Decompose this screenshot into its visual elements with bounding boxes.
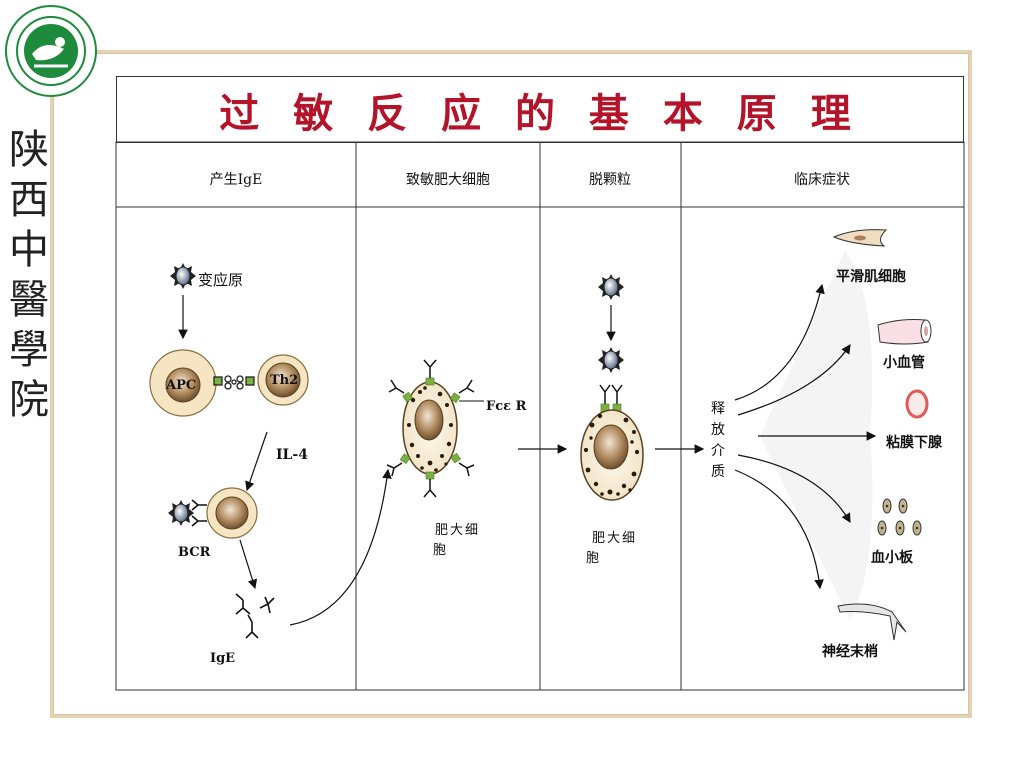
release-mediator-label: 介 bbox=[711, 443, 725, 459]
crosslinked-ige-icon bbox=[599, 384, 623, 404]
degranulating-mast-cell-icon bbox=[580, 409, 644, 501]
arrow bbox=[289, 468, 392, 626]
smooth-muscle-cell-icon bbox=[832, 229, 888, 247]
side-char: 院 bbox=[9, 377, 49, 423]
allergen-label: 变应原 bbox=[198, 271, 243, 289]
side-college-name: 陕 西 中 醫 學 院 bbox=[4, 125, 54, 425]
th2-label: Th2 bbox=[270, 373, 298, 388]
fce-r-label: Fcε R bbox=[486, 399, 527, 414]
sensitized-mast-cell-icon bbox=[386, 359, 475, 498]
mediator-arrows bbox=[734, 283, 877, 590]
allergen-icon bbox=[169, 262, 197, 290]
side-char: 學 bbox=[9, 327, 49, 373]
b-cell-icon bbox=[206, 487, 258, 539]
side-char: 中 bbox=[9, 227, 49, 273]
column-header-sensitized: 致敏肥大细胞 bbox=[406, 172, 490, 188]
apc-label: APC bbox=[165, 378, 196, 393]
mediator-fan-shading bbox=[760, 250, 873, 620]
ige-label: IgE bbox=[210, 651, 235, 666]
ige-antibody-icon bbox=[235, 593, 275, 639]
mucosal-gland-label: 粘膜下腺 bbox=[886, 434, 943, 451]
column-header-ige: 产生IgE bbox=[210, 172, 263, 188]
mucosal-gland-icon bbox=[905, 389, 929, 419]
th2-cell-icon bbox=[257, 354, 309, 406]
arrow bbox=[239, 539, 258, 590]
allergen-icon bbox=[597, 273, 625, 301]
release-mediator-label: 放 bbox=[711, 422, 725, 438]
allergen-icon bbox=[597, 346, 625, 374]
college-logo bbox=[5, 5, 97, 97]
mast-cell-label: 肥大细 bbox=[435, 523, 480, 538]
side-char: 西 bbox=[9, 177, 49, 223]
nerve-ending-icon bbox=[837, 603, 907, 641]
arrow bbox=[245, 431, 268, 492]
page-title: 过 敏 反 应 的 基 本 原 理 bbox=[219, 89, 861, 137]
antigen-presentation-icon bbox=[213, 375, 255, 390]
small-vessel-icon bbox=[877, 319, 932, 345]
release-mediator-label: 释 bbox=[711, 401, 725, 417]
platelet-icon bbox=[877, 498, 922, 536]
side-char: 醫 bbox=[9, 277, 49, 323]
smooth-muscle-label: 平滑肌细胞 bbox=[836, 268, 906, 285]
small-vessel-label: 小血管 bbox=[883, 354, 925, 371]
apc-cell-icon bbox=[149, 349, 217, 417]
column-header-degranulation: 脱颗粒 bbox=[589, 172, 631, 188]
bcr-icon bbox=[191, 499, 207, 527]
platelet-label: 血小板 bbox=[871, 549, 914, 566]
mast-cell-label: 胞 bbox=[586, 551, 599, 566]
allergen-icon bbox=[167, 499, 195, 527]
nerve-ending-label: 神经末梢 bbox=[822, 643, 878, 660]
release-mediator-label: 质 bbox=[711, 464, 725, 480]
table-grid bbox=[115, 141, 965, 691]
bcr-label: BCR bbox=[178, 545, 211, 560]
mast-cell-label: 肥大细 bbox=[592, 531, 637, 546]
side-char: 陕 bbox=[9, 127, 49, 173]
mast-cell-label: 胞 bbox=[433, 543, 446, 558]
il4-label: IL-4 bbox=[276, 447, 308, 463]
column-header-symptoms: 临床症状 bbox=[794, 172, 850, 188]
